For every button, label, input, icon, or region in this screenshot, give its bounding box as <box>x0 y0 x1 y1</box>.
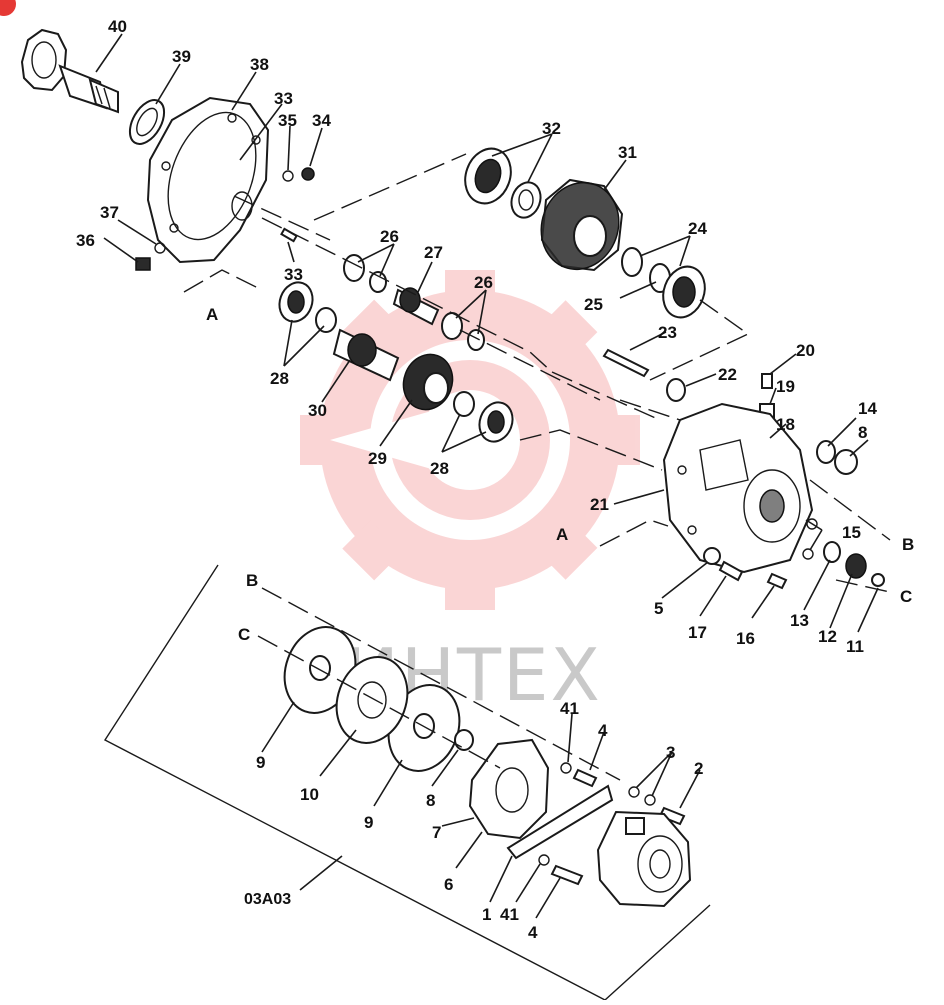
callout-32: 32 <box>542 119 561 138</box>
callout-4-bottom: 4 <box>528 923 538 942</box>
part-32-bearings <box>464 147 542 219</box>
callout-38: 38 <box>250 55 269 74</box>
part-21-case <box>662 402 814 574</box>
part-11-12-13-15-nuts <box>802 518 885 587</box>
part-14-plug <box>816 440 836 464</box>
ref-letter-b-right: B <box>902 535 914 554</box>
figure-code: 03A03 <box>244 891 291 908</box>
callout-17: 17 <box>688 623 707 642</box>
part-8-plug-lower <box>454 729 474 751</box>
part-33-pin <box>280 227 298 243</box>
part-1-bracket <box>506 784 614 860</box>
part-40-sprocket-shaft <box>20 28 119 114</box>
part-6-7-adapter <box>468 738 550 840</box>
callout-2: 2 <box>694 759 703 778</box>
part-28-bearings <box>278 281 514 443</box>
callout-4-top: 4 <box>598 721 608 740</box>
callout-21: 21 <box>590 495 609 514</box>
part-5-16-17-bolts <box>703 547 788 590</box>
callout-30: 30 <box>308 401 327 420</box>
callout-7: 7 <box>432 823 441 842</box>
part-8-plug <box>834 449 858 475</box>
lower-assembly-frame <box>103 564 711 1001</box>
callout-16: 16 <box>736 629 755 648</box>
callout-9-right: 9 <box>364 813 373 832</box>
callout-34: 34 <box>312 111 331 130</box>
callout-9-left: 9 <box>256 753 265 772</box>
part-38-housing <box>146 96 270 264</box>
callout-29: 29 <box>368 449 387 468</box>
callout-19: 19 <box>776 377 795 396</box>
part-29-gear <box>402 353 454 411</box>
part-30-spline-shaft <box>332 328 400 382</box>
part-hydraulic-pump <box>596 810 692 908</box>
callout-41-bottom: 41 <box>500 905 519 924</box>
callout-28-left: 28 <box>270 369 289 388</box>
callout-22: 22 <box>718 365 737 384</box>
callout-numbers: 1 2 3 4 4 5 6 7 8 8 9 9 10 11 12 13 14 1… <box>76 17 877 942</box>
callout-28-right: 28 <box>430 459 449 478</box>
callout-20: 20 <box>796 341 815 360</box>
leader-lines <box>95 33 879 919</box>
part-31-large-gear <box>540 178 624 272</box>
callout-35: 35 <box>278 111 297 130</box>
part-10-plate <box>335 656 409 744</box>
corner-badge <box>0 0 16 16</box>
reference-letters: A A B B C C <box>206 305 914 644</box>
callout-23: 23 <box>658 323 677 342</box>
part-4-41-bolts <box>538 762 598 886</box>
callout-33-lower: 33 <box>284 265 303 284</box>
callout-1: 1 <box>482 905 491 924</box>
callout-26-upper: 26 <box>380 227 399 246</box>
part-34-35-screw <box>282 167 315 182</box>
part-24-25-bearings <box>621 247 706 319</box>
ref-letter-b-left: B <box>246 571 258 590</box>
callout-37: 37 <box>100 203 119 222</box>
callout-36: 36 <box>76 231 95 250</box>
ref-letter-c-right: C <box>900 587 912 606</box>
callout-41-top: 41 <box>560 699 579 718</box>
callout-39: 39 <box>172 47 191 66</box>
part-36-37-plug <box>135 242 166 271</box>
ref-letter-c-left: C <box>238 625 250 644</box>
callout-18: 18 <box>776 415 795 434</box>
callout-6: 6 <box>444 875 453 894</box>
callout-26-lower: 26 <box>474 273 493 292</box>
callout-8-lower: 8 <box>426 791 435 810</box>
callout-25: 25 <box>584 295 603 314</box>
callout-24: 24 <box>688 219 707 238</box>
callout-13: 13 <box>790 611 809 630</box>
callout-15: 15 <box>842 523 861 542</box>
callout-8-upper: 8 <box>858 423 867 442</box>
part-39-seal <box>128 99 166 145</box>
callout-10: 10 <box>300 785 319 804</box>
ref-letter-a-lower: A <box>556 525 568 544</box>
assembly-lines <box>183 153 891 781</box>
callout-40: 40 <box>108 17 127 36</box>
ref-letter-a-upper: A <box>206 305 218 324</box>
callout-33-upper: 33 <box>274 89 293 108</box>
callout-31: 31 <box>618 143 637 162</box>
callout-11: 11 <box>846 637 864 656</box>
callout-27: 27 <box>424 243 443 262</box>
callout-12: 12 <box>818 627 837 646</box>
callout-3: 3 <box>666 743 675 762</box>
callout-14: 14 <box>858 399 877 418</box>
part-22-23-stud <box>602 348 686 402</box>
callout-5: 5 <box>654 599 663 618</box>
